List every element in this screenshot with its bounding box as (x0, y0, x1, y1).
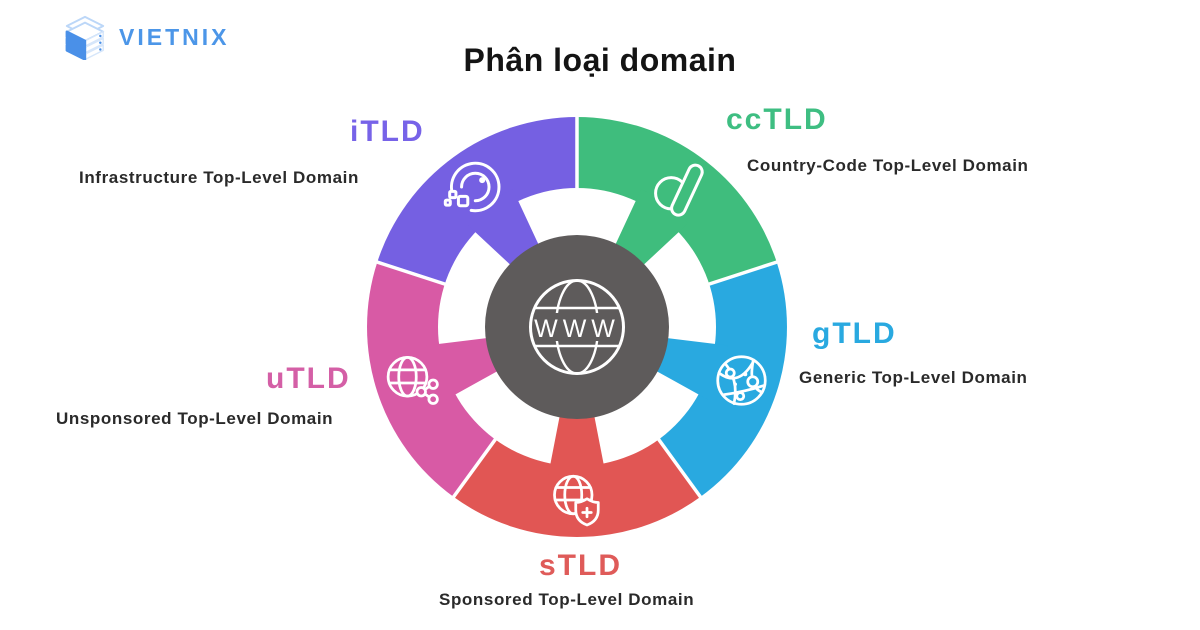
logo-text: VIETNIX (119, 23, 230, 50)
sublabel-gtld: Generic Top-Level Domain (799, 368, 1028, 387)
vietnix-logo: VIETNIX (60, 14, 229, 60)
server-stack-icon (65, 15, 105, 60)
hub-label: WWW (534, 315, 620, 343)
spoke-stld (548, 411, 606, 479)
sublabel-itld: Infrastructure Top-Level Domain (79, 168, 359, 187)
spoke-utld (426, 337, 502, 401)
label-stld: sTLD (539, 549, 622, 582)
sublabel-utld: Unsponsored Top-Level Domain (56, 409, 334, 428)
sublabel-stld: Sponsored Top-Level Domain (439, 590, 695, 609)
label-itld: iTLD (350, 115, 425, 148)
label-gtld: gTLD (812, 317, 897, 350)
label-utld: uTLD (266, 362, 351, 395)
spoke-gtld (652, 337, 728, 401)
sublabel-cctld: Country-Code Top-Level Domain (747, 156, 1029, 175)
page-title: Phân loại domain (463, 42, 737, 78)
label-cctld: ccTLD (726, 103, 828, 136)
